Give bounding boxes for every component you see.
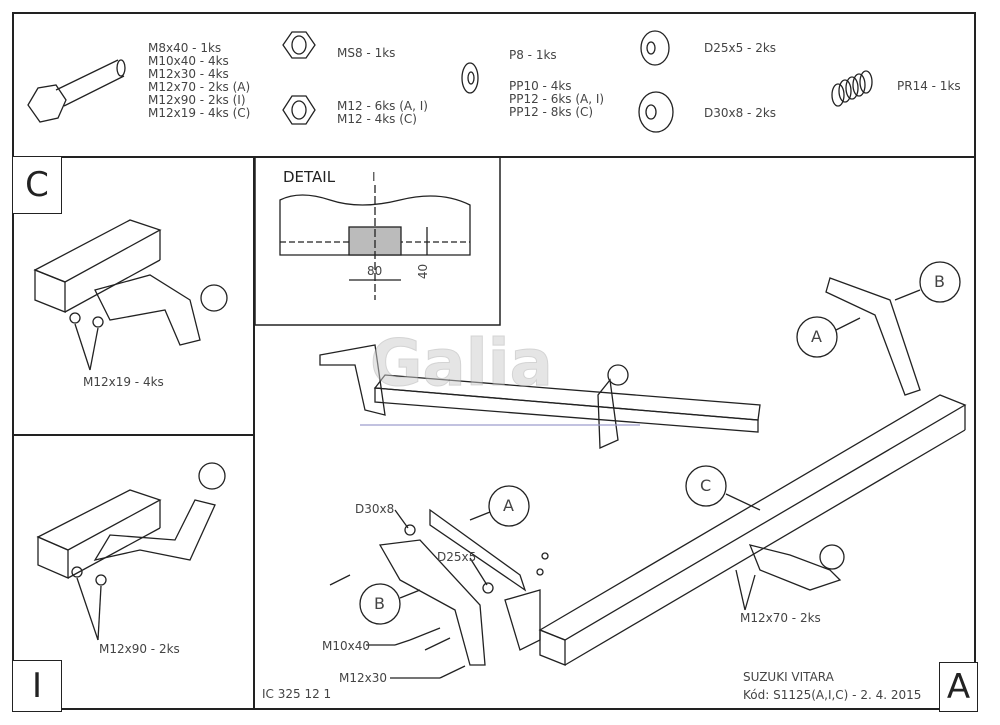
spacer-icon bbox=[640, 30, 670, 66]
nut-icon bbox=[282, 31, 316, 59]
part-label: PP12 - 8ks (C) bbox=[509, 105, 594, 119]
towbar-c-drawing bbox=[33, 219, 228, 371]
callout-letter: B bbox=[374, 594, 385, 613]
part-label: M12x19 - 4ks (C) bbox=[148, 106, 251, 120]
drawing-number: IC 325 12 1 bbox=[262, 687, 332, 701]
bolt-list: M8x40 - 1ks M10x40 - 4ks M12x30 - 4ks M1… bbox=[148, 42, 250, 120]
part-label: M8x40 - 1ks bbox=[148, 41, 222, 55]
washer-list: PP10 - 4ks PP12 - 6ks (A, I) PP12 - 8ks … bbox=[509, 80, 604, 119]
callout-letter: A bbox=[811, 327, 822, 346]
callout-label: M12x19 - 4ks bbox=[83, 375, 164, 389]
part-label: PR14 - 1ks bbox=[897, 79, 961, 93]
callout-letter: A bbox=[503, 496, 514, 515]
bolt-icon bbox=[27, 59, 126, 123]
detail-drawing bbox=[279, 185, 471, 300]
panel-letter-c: C bbox=[12, 156, 62, 214]
part-label: PP12 - 6ks (A, I) bbox=[509, 92, 605, 106]
dimension-label: 40 bbox=[416, 263, 431, 280]
part-label: M12 - 4ks (C) bbox=[337, 112, 417, 126]
part-label: M12x30 - 4ks bbox=[148, 67, 229, 81]
callout-label: M12x90 - 2ks bbox=[99, 642, 180, 656]
towbar-i-drawing bbox=[36, 462, 226, 641]
callout-label: M12x70 - 2ks bbox=[740, 611, 821, 625]
divider bbox=[12, 434, 254, 436]
part-label: MS8 - 1ks bbox=[337, 46, 396, 60]
callout-letter: C bbox=[700, 476, 712, 495]
spring-icon bbox=[831, 70, 873, 107]
part-label: D25x5 - 2ks bbox=[704, 41, 777, 55]
part-label: M12x70 - 2ks (A) bbox=[148, 80, 251, 94]
part-label: M12x90 - 2ks (I) bbox=[148, 93, 246, 107]
part-label: M12 - 6ks (A, I) bbox=[337, 99, 428, 113]
galia-logo: Galia bbox=[370, 327, 553, 401]
main-towbar-drawing bbox=[319, 261, 967, 679]
variant-letter: A bbox=[939, 662, 978, 712]
vehicle-name: SUZUKI VITARA bbox=[743, 670, 834, 684]
section-mark: I bbox=[372, 170, 376, 184]
nut-icon bbox=[282, 95, 316, 125]
part-label: PP10 - 4ks bbox=[509, 79, 572, 93]
callout-label: M10x40 bbox=[322, 639, 370, 653]
callout-letter: B bbox=[934, 272, 945, 291]
part-label: M10x40 - 4ks bbox=[148, 54, 229, 68]
spacer-icon bbox=[638, 91, 674, 133]
product-code: Kód: S1125(A,I,C) - 2. 4. 2015 bbox=[743, 688, 922, 702]
callout-label: D30x8 bbox=[355, 502, 395, 516]
callout-label: D25x5 bbox=[437, 550, 477, 564]
nut-list: M12 - 6ks (A, I) M12 - 4ks (C) bbox=[337, 100, 428, 126]
detail-title: DETAIL bbox=[283, 168, 336, 186]
panel-letter-i: I bbox=[12, 660, 62, 712]
drawing-frame bbox=[12, 12, 976, 710]
divider bbox=[253, 156, 255, 710]
part-label: P8 - 1ks bbox=[509, 48, 557, 62]
callout-label: M12x30 bbox=[339, 671, 387, 685]
washer-icon bbox=[461, 62, 479, 94]
part-label: D30x8 - 2ks bbox=[704, 106, 777, 120]
dimension-label: 80 bbox=[367, 264, 383, 278]
